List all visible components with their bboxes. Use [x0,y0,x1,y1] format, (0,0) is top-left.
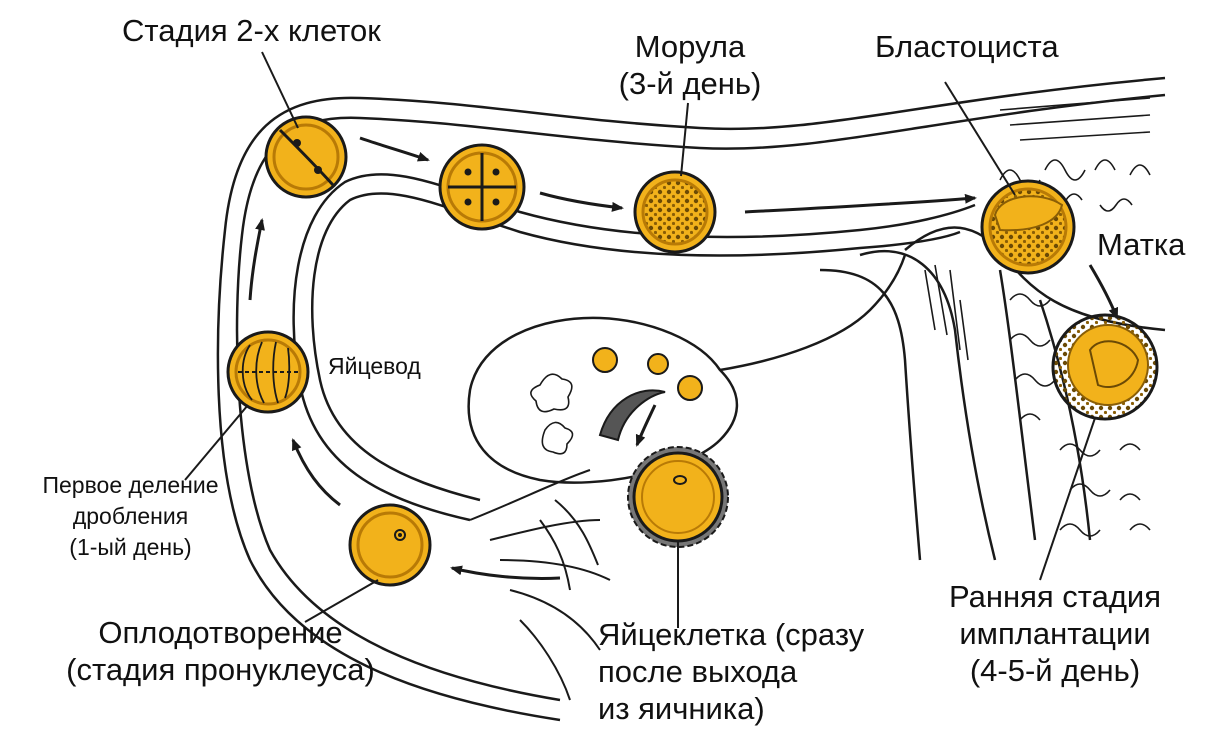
label-oviduct: Яйцевод [328,353,421,381]
fertilized-egg [350,505,430,585]
morula [635,172,715,252]
leader-two-cell [262,52,298,128]
label-two-cell-stage: Стадия 2-х клеток [122,12,381,49]
leader-first-division [185,405,248,480]
label-egg-cell-line1: Яйцеклетка (сразу [598,616,864,653]
leader-morula [681,103,688,176]
label-first-division: Первое деление дробления (1-ый день) [8,470,253,563]
arrow-fertilized-up [293,440,340,505]
label-uterus: Матка [1097,226,1185,263]
label-first-division-line3: (1-ый день) [8,532,253,563]
leader-implantation [1040,418,1095,580]
arrow-egg-to-ampulla [452,568,560,578]
label-implantation: Ранняя стадия имплантации (4-5-й день) [920,578,1190,690]
arrow-first-division-up [250,220,262,300]
label-egg-cell-line2: после выхода [598,653,864,690]
label-blastocyst: Бластоциста [875,28,1059,65]
label-egg-cell-line3: из яичника) [598,690,864,727]
label-fertilization: Оплодотворение (стадия пронуклеуса) [28,614,413,688]
label-egg-cell: Яйцеклетка (сразу после выхода из яичник… [598,616,864,728]
arrow-morula-to-blastocyst [745,198,975,212]
arrow-blastocyst-to-implantation [1090,265,1117,318]
blastocyst [982,181,1074,273]
label-fertilization-line2: (стадия пронуклеуса) [28,651,413,688]
arrow-four-to-morula [540,193,622,208]
egg-cell [628,447,728,547]
four-cell-embryo [440,145,524,229]
fimbriae [470,470,610,700]
label-morula-line2: (3-й день) [600,65,780,102]
first-division-embryo [228,332,308,412]
two-cell-embryo [266,117,346,197]
label-first-division-line2: дробления [8,501,253,532]
arrow-two-to-four [360,138,428,160]
label-morula-line1: Морула [600,28,780,65]
label-morula: Морула (3-й день) [600,28,780,102]
implanting-embryo [1053,315,1157,419]
label-implantation-line3: (4-5-й день) [920,652,1190,689]
label-first-division-line1: Первое деление [8,470,253,501]
label-implantation-line1: Ранняя стадия [920,578,1190,615]
label-implantation-line2: имплантации [920,615,1190,652]
label-fertilization-line1: Оплодотворение [28,614,413,651]
